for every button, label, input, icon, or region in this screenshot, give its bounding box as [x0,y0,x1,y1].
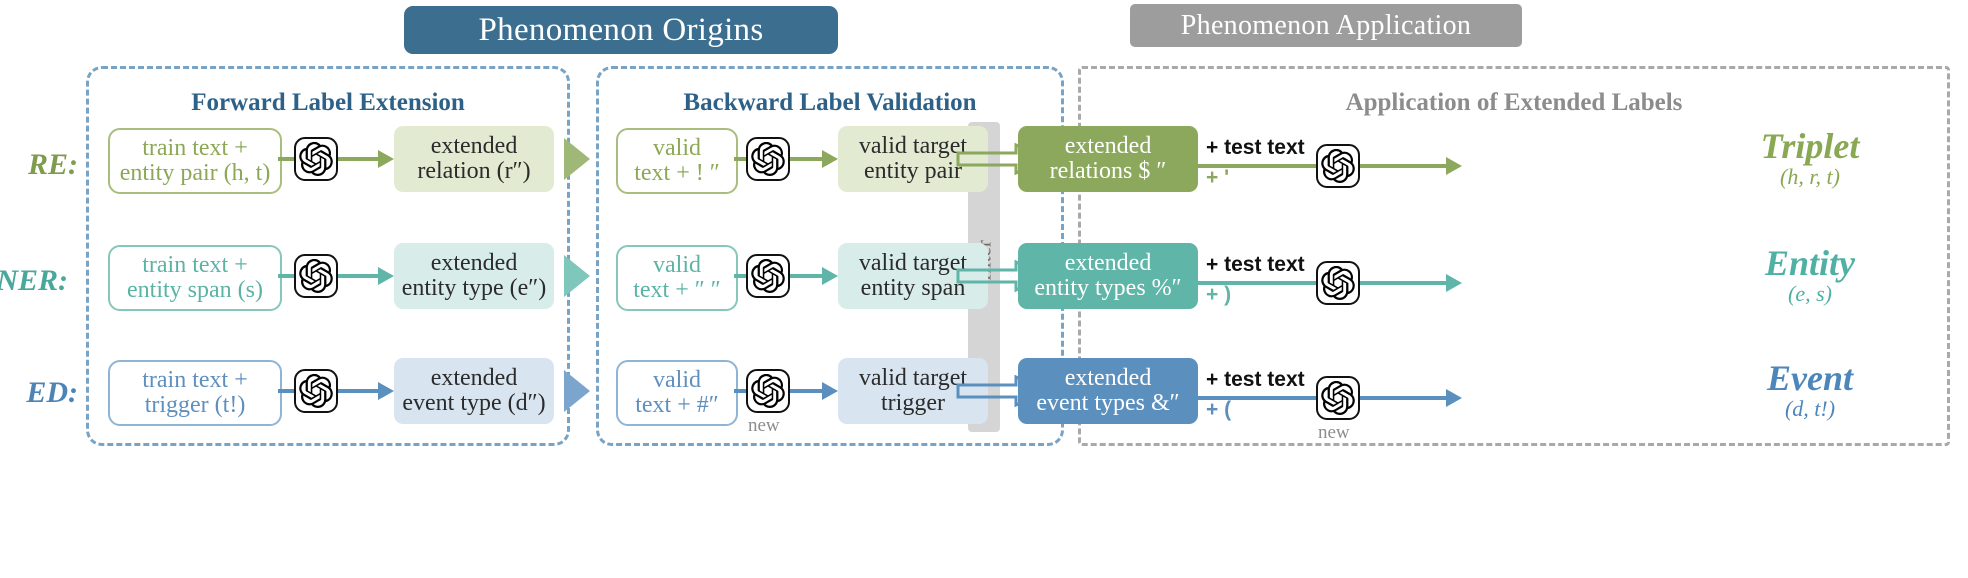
re-valid-out-line2: entity pair [864,158,962,184]
ed-plus-symbol-text: + ( [1206,398,1232,421]
openai-logo-icon [1316,376,1360,420]
ed-valid-out-line2: trigger [881,390,945,416]
re-plus-symbol-text: + ' [1206,166,1230,189]
row-label-re: RE: [27,148,78,181]
re-plus-symbol: + ' [1206,166,1229,190]
ner-result-name: Entity [1764,243,1856,283]
openai-logo-icon [746,137,790,181]
ner-extended-labels-box: extended entity types %″ [1018,243,1198,309]
ner-plus-test-text: + test text [1206,253,1305,276]
openai-logo-icon [294,137,338,181]
ed-extended-line2: event types &″ [1036,390,1180,416]
re-result: Triplet (h, r, t) [1690,128,1930,190]
ner-extended-line1: extended [1064,249,1152,276]
panel-application-title: Application of Extended Labels [1345,89,1683,116]
openai-logo-icon [294,254,338,298]
ner-valid-out-line1: valid target [858,249,968,276]
ed-result: Event (d, t!) [1690,360,1930,422]
ed-valid-out-line1: valid target [858,364,968,391]
ed-plus-test-text: + test text [1206,368,1305,391]
panel-forward-title: Forward Label Extension [191,89,465,116]
banner-phenomenon-application: Phenomenon Application [1130,4,1522,47]
openai-logo-icon [294,369,338,413]
ed-extended-line1: extended [1064,364,1152,391]
ed-new-tag-backward: new [748,415,780,436]
re-valid-target-box: valid target entity pair [838,126,988,192]
ed-forward-out-line1: extended [430,364,518,391]
ed-extended-labels-box: extended event types &″ [1018,358,1198,424]
ner-valid-in-line2: text + ″ ″ [633,277,721,303]
ed-plus-symbol: + ( [1206,398,1231,422]
ner-forward-out-line1: extended [430,249,518,276]
ner-plus-symbol-text: + ) [1206,283,1232,306]
ner-forward-out-line2: entity type (e″) [401,275,547,301]
re-extended-labels-box: extended relations $ ″ [1018,126,1198,192]
ner-stage-chevron [564,255,590,297]
ed-result-tuple: (d, t!) [1784,396,1836,421]
re-input-line2: entity pair (h, t) [119,160,271,186]
re-result-tuple: (h, r, t) [1780,164,1840,189]
openai-logo-icon [746,254,790,298]
re-stage-chevron [564,138,590,180]
ed-input-line2: trigger (t!) [144,392,246,418]
ner-result-tuple: (e, s) [1788,281,1832,306]
ed-valid-in-line1: valid [653,366,701,393]
banner-phenomenon-origins: Phenomenon Origins [404,6,838,54]
ner-extended-line2: entity types %″ [1034,275,1182,301]
ed-forward-output-box: extended event type (d″) [394,358,554,424]
re-input-line1: train text + [142,134,248,161]
re-valid-out-line1: valid target [858,132,968,159]
re-forward-out-line1: extended [430,132,518,159]
re-extended-line1: extended [1064,132,1152,159]
panel-backward-title: Backward Label Validation [683,89,977,116]
re-input-box: train text + entity pair (h, t) [108,128,282,194]
openai-logo-icon [1316,261,1360,305]
ed-input-line1: train text + [142,366,248,393]
re-valid-in-line2: text + ! ″ [634,160,720,186]
ed-new-tag-application: new [1318,422,1350,443]
re-forward-output-box: extended relation (r″) [394,126,554,192]
ner-input-box: train text + entity span (s) [108,245,282,311]
ner-valid-target-box: valid target entity span [838,243,988,309]
ner-input-line2: entity span (s) [127,277,263,303]
ed-result-name: Event [1767,358,1853,398]
row-label-ner: NER: [0,264,68,297]
ed-valid-target-box: valid target trigger [838,358,988,424]
re-result-name: Triplet [1760,126,1860,166]
ed-valid-input-box: valid text + #″ [616,360,738,426]
ed-input-box: train text + trigger (t!) [108,360,282,426]
re-extended-line2: relations $ ″ [1049,158,1167,184]
re-plus-test-text: + test text [1206,136,1305,159]
re-forward-out-line2: relation (r″) [417,158,531,184]
ner-forward-output-box: extended entity type (e″) [394,243,554,309]
ner-plus-symbol: + ) [1206,283,1231,307]
ner-input-line1: train text + [142,251,248,278]
re-valid-in-line1: valid [653,134,701,161]
ner-result: Entity (e, s) [1690,245,1930,307]
ner-valid-out-line2: entity span [860,275,966,301]
openai-logo-icon [1316,144,1360,188]
re-valid-input-box: valid text + ! ″ [616,128,738,194]
ed-stage-chevron [564,370,590,412]
ner-valid-in-line1: valid [653,251,701,278]
openai-logo-icon [746,369,790,413]
ed-forward-out-line2: event type (d″) [402,390,546,416]
row-label-ed: ED: [26,376,78,409]
ner-valid-input-box: valid text + ″ ″ [616,245,738,311]
ed-valid-in-line2: text + #″ [635,392,719,418]
